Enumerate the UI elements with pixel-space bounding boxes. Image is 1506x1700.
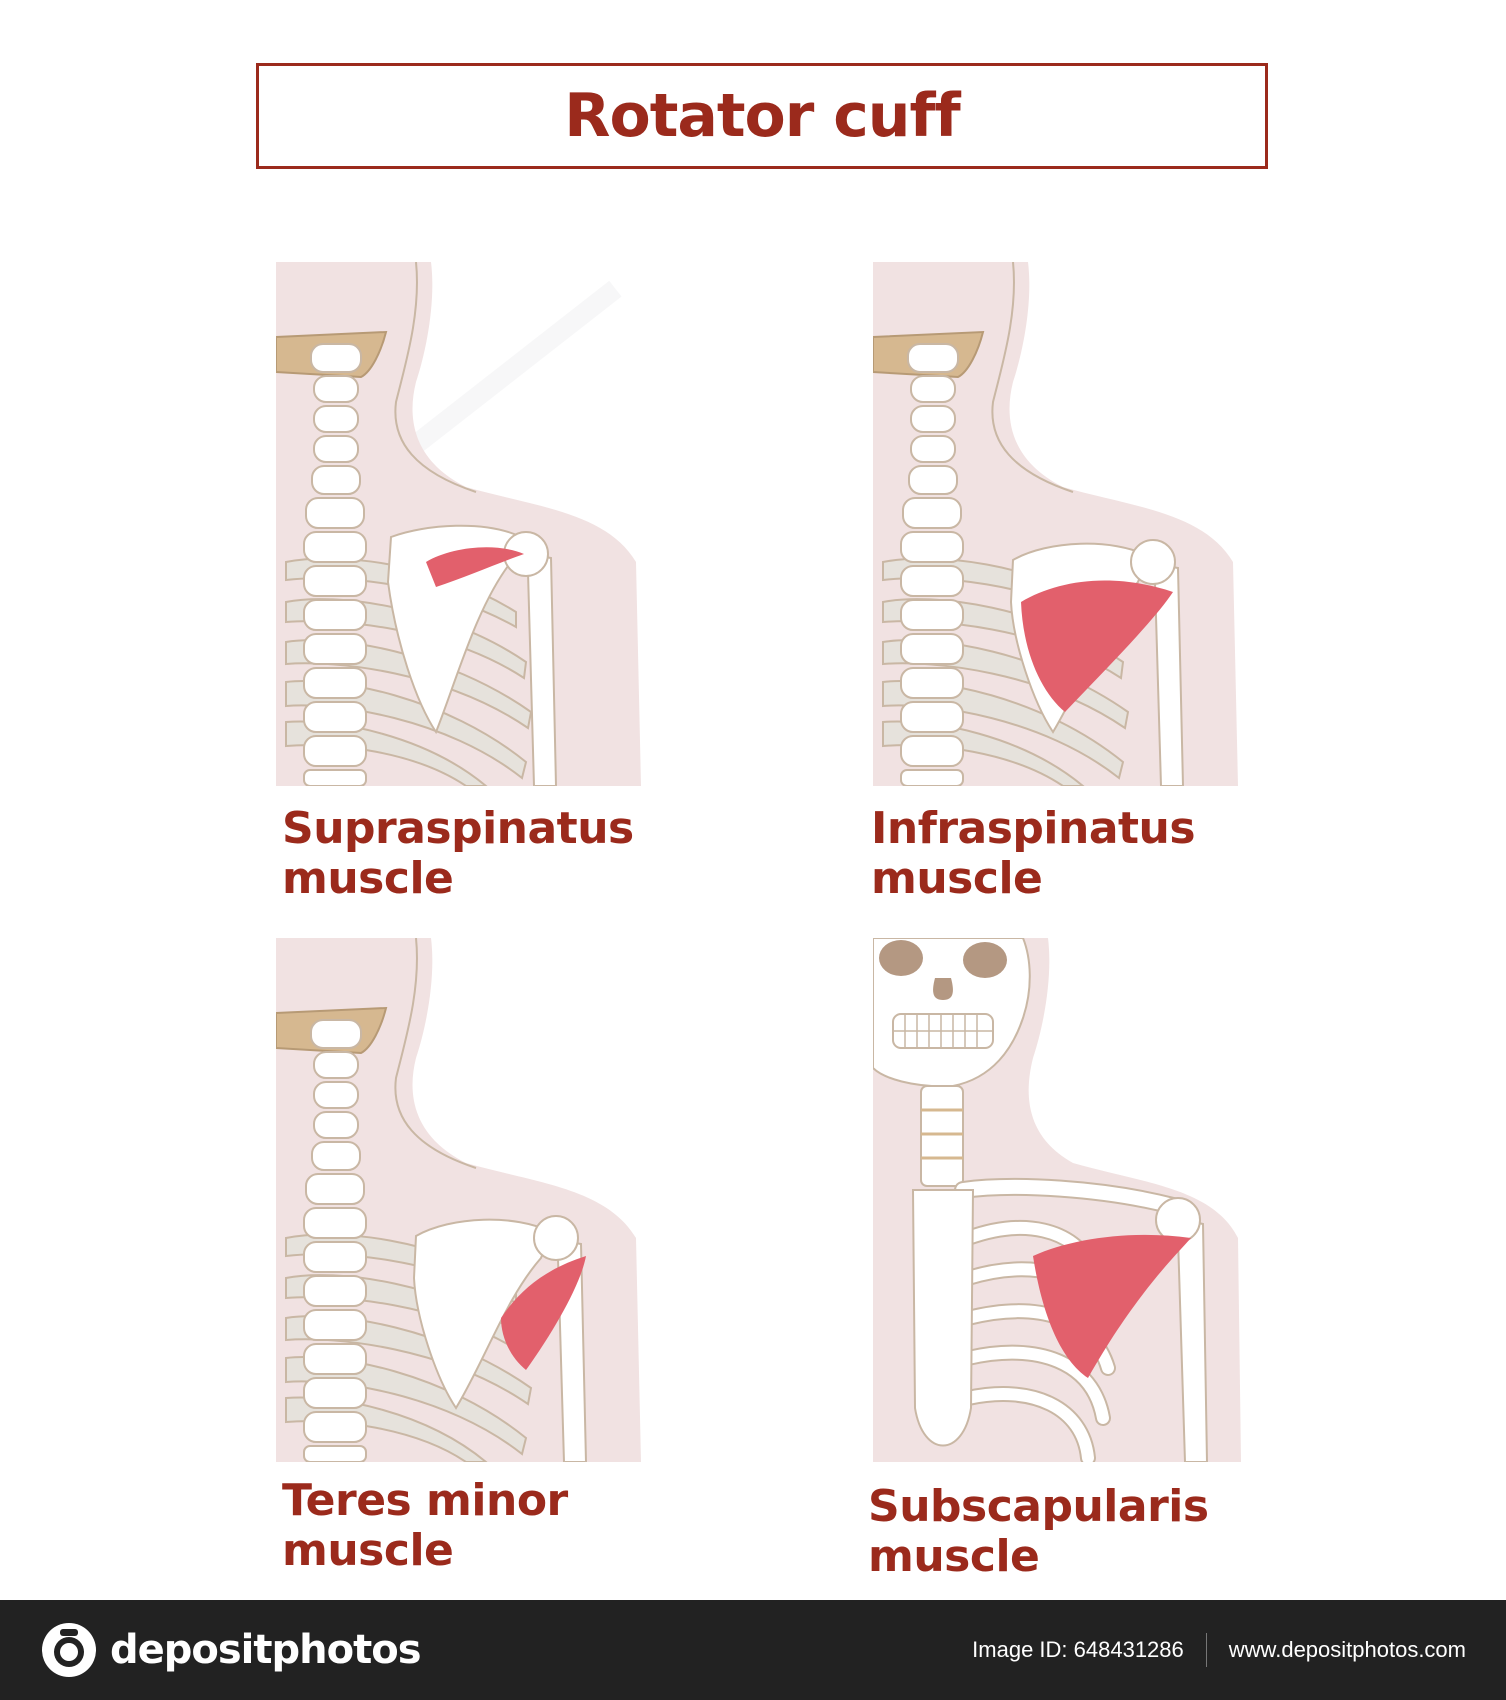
back-shoulder-illustration bbox=[276, 938, 641, 1462]
panel-infraspinatus bbox=[873, 262, 1249, 786]
subscapularis-muscle-shape bbox=[1033, 1234, 1191, 1378]
back-shoulder-illustration bbox=[276, 262, 641, 786]
camera-icon bbox=[42, 1623, 96, 1677]
website-link[interactable]: www.depositphotos.com bbox=[1228, 1637, 1466, 1662]
footer-bar: depositphotos Image ID: 648431286 www.de… bbox=[0, 1600, 1506, 1700]
panel-subscapularis bbox=[873, 938, 1249, 1462]
label-supraspinatus: Supraspinatus muscle bbox=[282, 803, 634, 904]
label-subscapularis: Subscapularis muscle bbox=[868, 1481, 1209, 1582]
image-id: Image ID: 648431286 bbox=[972, 1637, 1184, 1662]
footer-info: Image ID: 648431286 www.depositphotos.co… bbox=[972, 1600, 1466, 1700]
footer-divider bbox=[1205, 1633, 1207, 1667]
back-shoulder-illustration bbox=[873, 262, 1238, 786]
page-title: Rotator cuff bbox=[564, 81, 960, 151]
brand-logo[interactable]: depositphotos bbox=[40, 1620, 422, 1680]
title-box: Rotator cuff bbox=[256, 63, 1268, 169]
panel-supraspinatus bbox=[276, 262, 652, 786]
brand-name: depositphotos bbox=[110, 1627, 422, 1673]
front-skeleton-illustration bbox=[873, 938, 1241, 1462]
teres-minor-muscle-shape bbox=[501, 1256, 586, 1370]
supraspinatus-muscle-shape bbox=[426, 547, 524, 587]
infraspinatus-muscle-shape bbox=[1021, 580, 1173, 712]
label-teres-minor: Teres minor muscle bbox=[282, 1475, 568, 1576]
panel-teres-minor bbox=[276, 938, 652, 1462]
label-infraspinatus: Infraspinatus muscle bbox=[871, 803, 1196, 904]
